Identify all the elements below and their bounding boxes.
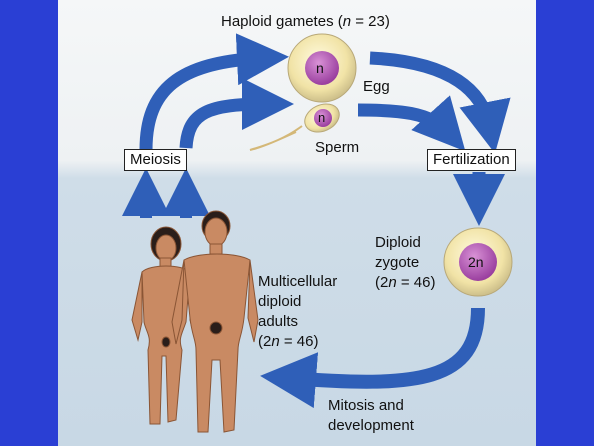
adults-line-4-suffix: = 46): [280, 333, 319, 350]
adults-line-2: diploid: [258, 292, 337, 312]
meiosis-to-sperm-arrow: [186, 104, 268, 148]
zygote-line-3-prefix: (2: [375, 274, 388, 291]
arrows-layer: [58, 0, 536, 446]
mitosis-label: Mitosis and development: [328, 396, 414, 436]
meiosis-box: Meiosis: [124, 149, 187, 171]
zygote-line-3: (2n = 46): [375, 273, 435, 293]
gametes-label: Haploid gametes (n = 23): [221, 13, 390, 31]
zygote-nucleus-label: 2n: [468, 253, 484, 271]
female-adult-figure: [132, 227, 200, 424]
mitosis-line-1: Mitosis and: [328, 396, 414, 416]
zygote-line-2: zygote: [375, 253, 435, 273]
adults-line-4: (2n = 46): [258, 332, 337, 352]
adults-label: Multicellular diploid adults (2n = 46): [258, 272, 337, 352]
fertilization-box: Fertilization: [427, 149, 516, 171]
mitosis-line-2: development: [328, 416, 414, 436]
adults-line-4-prefix: (2: [258, 333, 271, 350]
zygote-line-1: Diploid: [375, 233, 435, 253]
adults-line-3: adults: [258, 312, 337, 332]
gametes-label-var: n: [343, 13, 351, 30]
adults-line-1: Multicellular: [258, 272, 337, 292]
zygote-line-3-var: n: [388, 274, 396, 291]
diagram-panel: Haploid gametes (n = 23) n Egg n Sperm M…: [58, 0, 536, 446]
zygote-line-3-suffix: = 46): [397, 274, 436, 291]
sperm-to-fertilization-arrow: [358, 110, 448, 132]
gametes-label-suffix: = 23): [351, 13, 390, 30]
egg-nucleus-label: n: [316, 59, 324, 77]
gametes-label-prefix: Haploid gametes (: [221, 13, 343, 30]
sperm-nucleus-label: n: [318, 109, 325, 127]
sperm-label: Sperm: [315, 139, 359, 157]
zygote-label: Diploid zygote (2n = 46): [375, 233, 435, 293]
egg-label: Egg: [363, 78, 390, 96]
adults-line-4-var: n: [271, 333, 279, 350]
